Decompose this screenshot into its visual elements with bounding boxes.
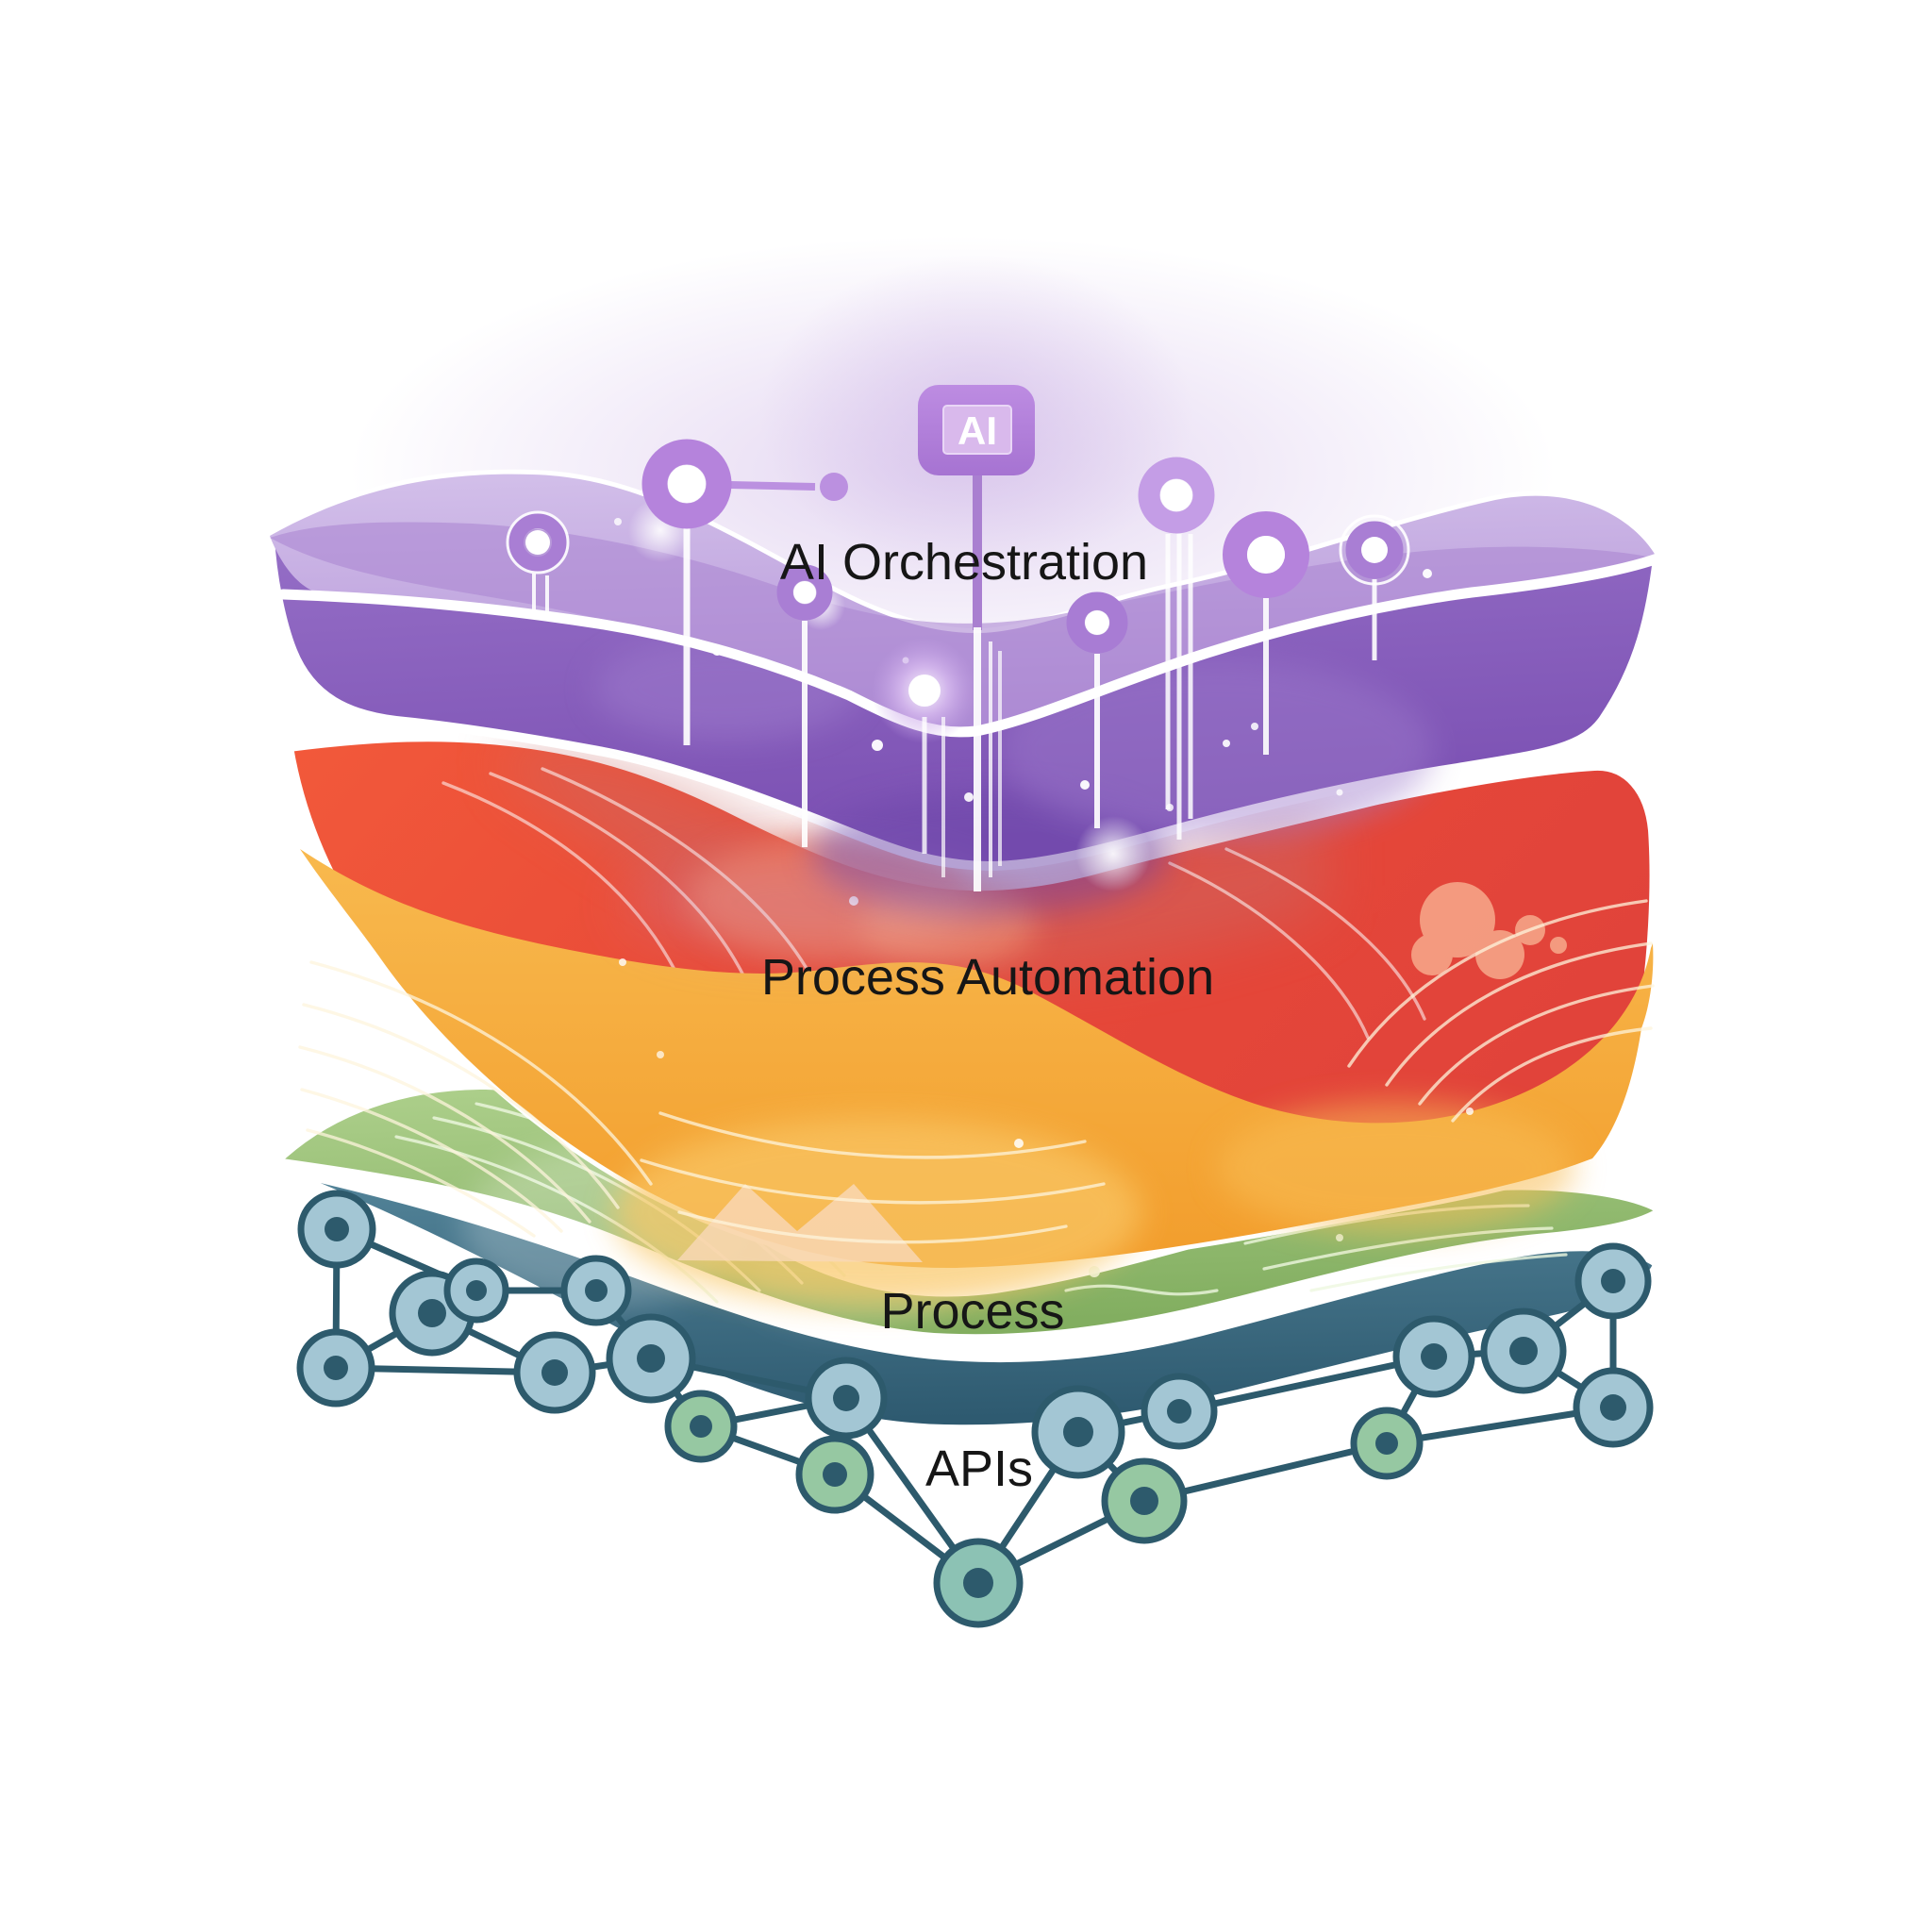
network-node: [1574, 1242, 1652, 1320]
network-node: [805, 1357, 888, 1440]
purple-medium-band: [270, 522, 1657, 732]
apis-layer: [268, 1163, 1662, 1434]
pale-mountains: [677, 1184, 923, 1262]
chip-label: AI: [958, 408, 997, 453]
circuit-ring: [1066, 591, 1128, 828]
sparkle: [1466, 1108, 1474, 1115]
network-node: [513, 1331, 596, 1414]
process-label: Process: [880, 1283, 1064, 1340]
api-network: [296, 1190, 1654, 1628]
circuit-ring: [1223, 511, 1309, 755]
circuit-ring: [1138, 457, 1215, 840]
network-node: [795, 1435, 874, 1514]
network-node: [1392, 1315, 1475, 1398]
purple-spill-glow: [623, 858, 1000, 949]
sparkle: [1014, 1139, 1024, 1148]
network-node: [933, 1538, 1024, 1628]
sparkle: [1336, 1234, 1343, 1241]
orange-contour-lines: [298, 899, 1655, 1244]
circuit-dot: [820, 473, 848, 501]
sparkle: [619, 958, 626, 966]
chip-stem: [973, 475, 982, 630]
network-node: [1573, 1367, 1654, 1448]
sparkle: [657, 1051, 664, 1058]
red-shadow-tint: [509, 741, 1325, 975]
circuit-ring: [776, 564, 833, 847]
network-node: [297, 1190, 376, 1269]
network-node: [664, 1390, 738, 1463]
network-node: [1101, 1457, 1188, 1544]
network-node: [1141, 1373, 1218, 1450]
sparkle: [1089, 1266, 1100, 1277]
circuit-ring: [1339, 514, 1410, 660]
circuit-dot: [1423, 569, 1432, 578]
circuit-decorations: AI: [506, 385, 1432, 891]
network-nodes: [296, 1190, 1654, 1628]
network-node: [1350, 1407, 1424, 1480]
network-node: [1031, 1385, 1125, 1479]
process-automation-layer: [284, 732, 1659, 1307]
circuit-ring: [641, 439, 848, 745]
purple-light-hill: [1000, 660, 1434, 840]
circuit-ring: [506, 510, 570, 613]
network-node: [443, 1257, 509, 1324]
network-node: [296, 1328, 375, 1407]
glow-orb: [872, 638, 977, 877]
layer-labels: AI Orchestration Process Automation Proc…: [761, 534, 1214, 1497]
apis-label: APIs: [925, 1441, 1033, 1497]
network-node: [606, 1313, 696, 1404]
ai-orchestration-label: AI Orchestration: [780, 534, 1148, 591]
red-bubbles: [1411, 882, 1567, 979]
process-automation-label: Process Automation: [761, 949, 1214, 1006]
apis-slab: [268, 1163, 1662, 1434]
network-node: [1480, 1307, 1567, 1394]
ai-chip: AI: [918, 385, 1035, 891]
network-node: [560, 1255, 632, 1326]
orange-hill: [1217, 1102, 1575, 1234]
purple-light-band: [270, 474, 1657, 732]
chip-die: [942, 405, 1012, 455]
